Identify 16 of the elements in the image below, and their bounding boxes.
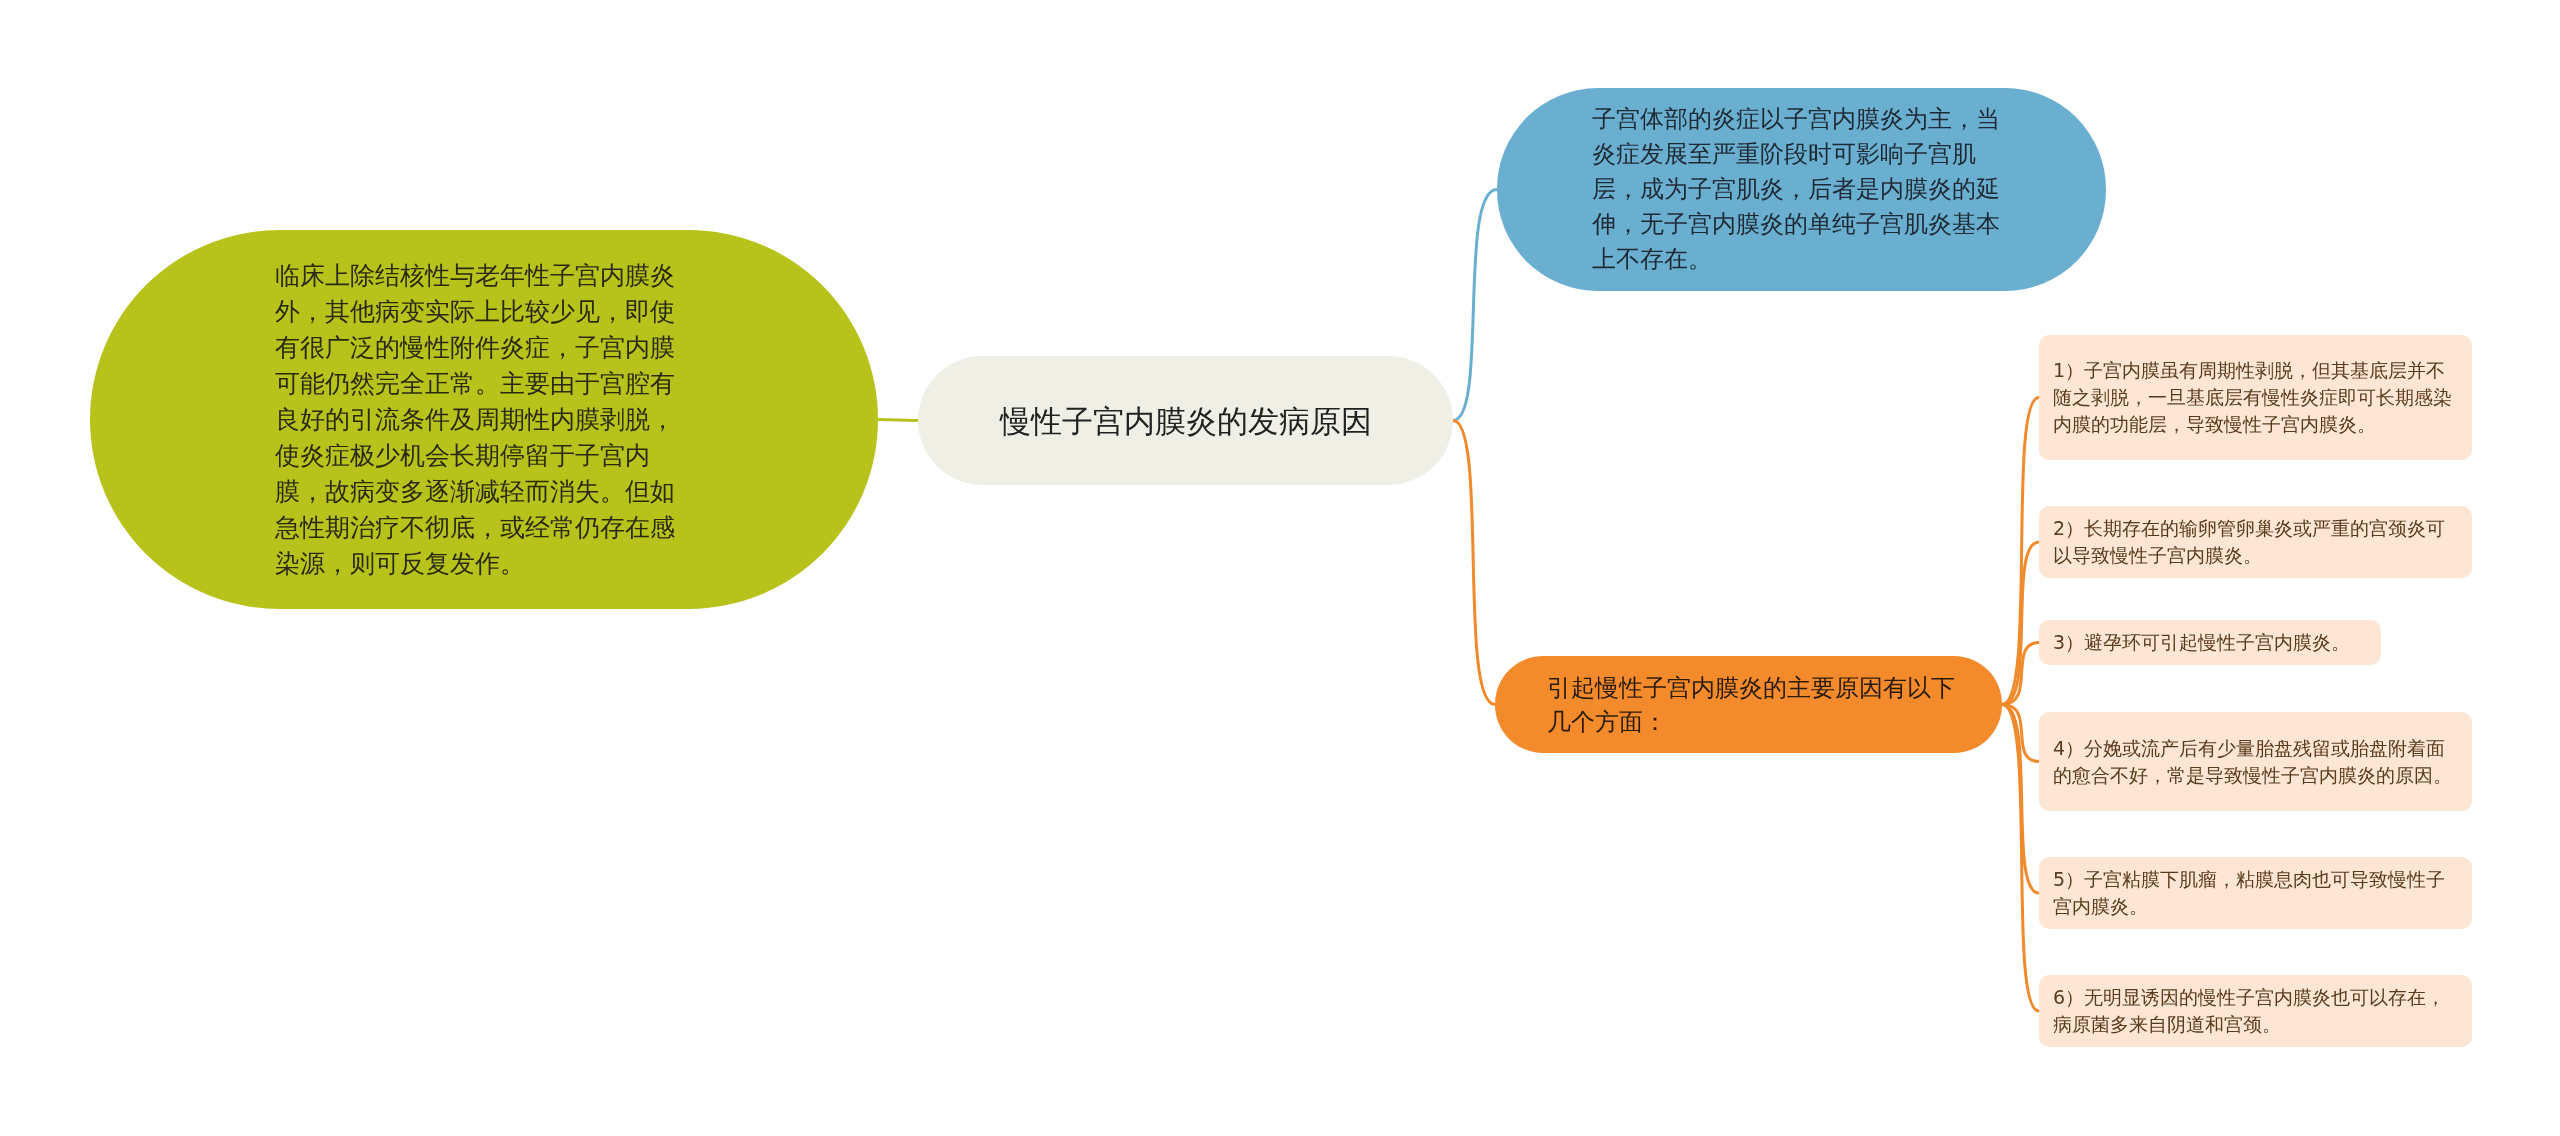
connector-line <box>1452 188 1498 422</box>
connector-line <box>2001 703 2040 1013</box>
topic-box: 临床上除结核性与老年性子宫内膜炎外，其他病变实际上比较少见，即使有很广泛的慢性附件炎症，子宫内膜可能仍然完全正常。主要由于宫腔有良好的引流条件及周期性内膜剥脱，使炎症极少机会长期停留于子宫内膜，故病变多逐渐减轻而消失。但如急性期治疗不彻底，或经常仍存在感染源，则可反复发作。 <box>90 230 878 609</box>
subtopic-box: 4）分娩或流产后有少量胎盘残留或胎盘附着面的愈合不好，常是导致慢性子宫内膜炎的原因。 <box>2039 712 2472 811</box>
topic-box: 子宫体部的炎症以子宫内膜炎为主，当炎症发展至严重阶段时可影响子宫肌层，成为子宫肌炎，后者是内膜炎的延伸，无子宫内膜炎的单纯子宫肌炎基本上不存在。 <box>1497 88 2106 291</box>
connector-line <box>1452 419 1496 706</box>
topic-box: 引起慢性子宫内膜炎的主要原因有以下几个方面： <box>1495 656 2002 753</box>
subtopic-box: 1）子宫内膜虽有周期性剥脱，但其基底层并不随之剥脱，一旦基底层有慢性炎症即可长期感染内膜的功能层，导致慢性子宫内膜炎。 <box>2039 335 2472 460</box>
subtopic-box: 5）子宫粘膜下肌瘤，粘膜息肉也可导致慢性子宫内膜炎。 <box>2039 857 2472 929</box>
connector-line <box>2001 703 2040 895</box>
connector-line <box>2001 396 2040 706</box>
connector-line <box>877 418 919 422</box>
subtopic-box: 2）长期存在的输卵管卵巢炎或严重的宫颈炎可以导致慢性子宫内膜炎。 <box>2039 506 2472 578</box>
subtopic-box: 3）避孕环可引起慢性子宫内膜炎。 <box>2039 620 2381 665</box>
topic-box: 慢性子宫内膜炎的发病原因 <box>918 356 1453 485</box>
subtopic-box: 6）无明显诱因的慢性子宫内膜炎也可以存在，病原菌多来自阴道和宫颈。 <box>2039 975 2472 1047</box>
